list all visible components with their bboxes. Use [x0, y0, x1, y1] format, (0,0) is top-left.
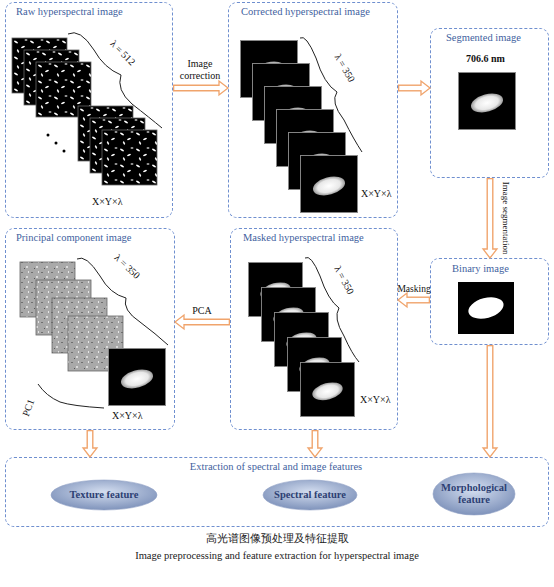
edge-label: Image correction [172, 58, 228, 81]
process-panel: Raw hyperspectral image λ = 512X×Y×λ [5, 2, 173, 218]
feature-ellipse: Spectral feature [262, 479, 358, 511]
process-panel: Principal component image λ = 350PC1X×Y×λ [5, 228, 175, 430]
band-count: λ = 512 [108, 38, 138, 68]
edge-label: Image segmentation [501, 163, 511, 273]
band-count: λ = 350 [332, 264, 356, 296]
arrow-head [483, 249, 497, 258]
arrow-shaft [407, 297, 430, 304]
wavelength-label: 706.6 nm [466, 53, 505, 65]
arrow-shaft [312, 430, 319, 448]
process-panel: Masked hyperspectral image λ = 350X×Y×λ [230, 228, 398, 430]
feature-label: Texture feature [50, 479, 158, 511]
ellipse-shape [433, 473, 515, 515]
dimension-label: X×Y×λ [361, 188, 392, 200]
arrow-shaft [398, 85, 421, 92]
ellipse-shape [263, 480, 357, 510]
masked-image-stack [248, 262, 354, 416]
panel-title: Principal component image [16, 232, 131, 244]
pc-image-stack [20, 262, 166, 406]
arrow-shaft [87, 430, 94, 448]
arrow-head [175, 315, 184, 329]
feature-ellipse: Morphological feature [432, 472, 516, 516]
ellipse-shape [51, 480, 157, 510]
panel-title: Raw hyperspectral image [16, 6, 123, 18]
hollow-arrow [398, 293, 430, 307]
component-label: PC1 [20, 398, 37, 418]
hollow-arrow [175, 315, 230, 329]
arrow-inner [488, 179, 492, 250]
arrow-shaft [487, 345, 494, 448]
pc1-brace [38, 384, 104, 408]
band-count: λ = 350 [332, 52, 357, 84]
band-count: λ = 350 [112, 252, 142, 281]
arrow-inner [88, 431, 92, 449]
figure-caption: 高光谱图像预处理及特征提取 [7, 533, 547, 545]
arrow-inner [406, 298, 429, 302]
arrow-shaft [487, 178, 494, 249]
binary-image [458, 282, 514, 334]
band-brace [68, 33, 162, 128]
edge-label: PCA [182, 305, 222, 317]
feature-label: Spectral feature [262, 479, 358, 511]
dimension-label: X×Y×λ [92, 196, 123, 208]
arrow-head [83, 448, 97, 457]
arrow-head [483, 448, 497, 457]
arrow-inner [399, 86, 422, 90]
arrow-head [219, 81, 228, 95]
panel-title: Segmented image [446, 32, 521, 44]
hollow-arrow [308, 430, 322, 457]
panel-title: Corrected hyperspectral image [241, 6, 370, 18]
feature-panel: Extraction of spectral and image feature… [5, 457, 549, 527]
band-brace [305, 257, 359, 362]
segmented-image [458, 72, 515, 129]
process-panel: Corrected hyperspectral image λ = 350X×Y×… [228, 2, 398, 218]
feature-label: Morphological feature [432, 472, 516, 516]
arrow-inner [313, 431, 317, 449]
panel-title: Binary image [452, 263, 509, 275]
corrected-image-stack [240, 40, 357, 212]
arrow-shaft [184, 319, 230, 326]
feature-ellipse: Texture feature [50, 479, 158, 511]
process-panel: Binary image [430, 258, 549, 345]
hollow-arrow [173, 81, 228, 95]
hollow-arrow [483, 178, 497, 258]
arrow-inner [183, 320, 229, 324]
hollow-arrow [398, 81, 430, 95]
edge-label: Masking [389, 284, 439, 295]
caption-translation: Image preprocessing and feature extracti… [7, 550, 547, 562]
process-panel: Segmented image 706.6 nm [430, 28, 549, 178]
dimension-label: X×Y×λ [360, 394, 391, 406]
panel-title: Masked hyperspectral image [243, 232, 364, 244]
arrow-head [421, 81, 430, 95]
hollow-arrow [83, 430, 97, 457]
band-brace [300, 37, 362, 152]
arrow-head [398, 293, 407, 307]
panel-title: Extraction of spectral and image feature… [5, 461, 547, 473]
arrow-shaft [173, 85, 219, 92]
raw-image-stack [12, 38, 157, 185]
arrow-head [308, 448, 322, 457]
arrow-inner [488, 346, 492, 449]
arrow-inner [174, 86, 220, 90]
hollow-arrow [483, 345, 497, 457]
band-brace [77, 258, 168, 345]
dimension-label: X×Y×λ [112, 410, 143, 422]
